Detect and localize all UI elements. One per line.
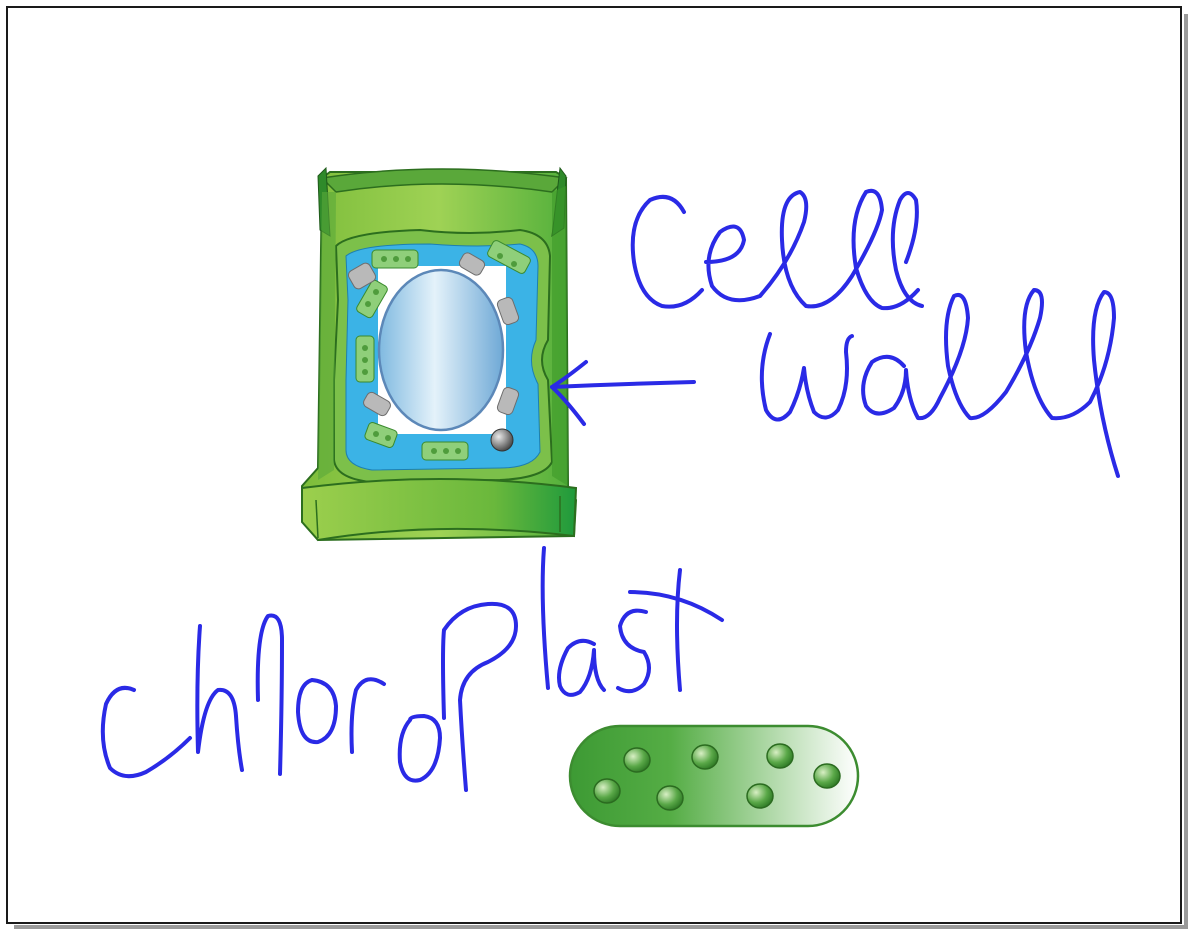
chloroplast-illustration [570, 726, 858, 826]
plant-cell-illustration [302, 168, 576, 540]
handwritten-annotations [103, 191, 1118, 790]
vacuole [379, 270, 503, 430]
wall-word-ink [762, 290, 1118, 476]
arrow-to-cell-wall [552, 362, 694, 424]
nucleus [491, 429, 513, 451]
cell-word-ink [633, 191, 922, 308]
